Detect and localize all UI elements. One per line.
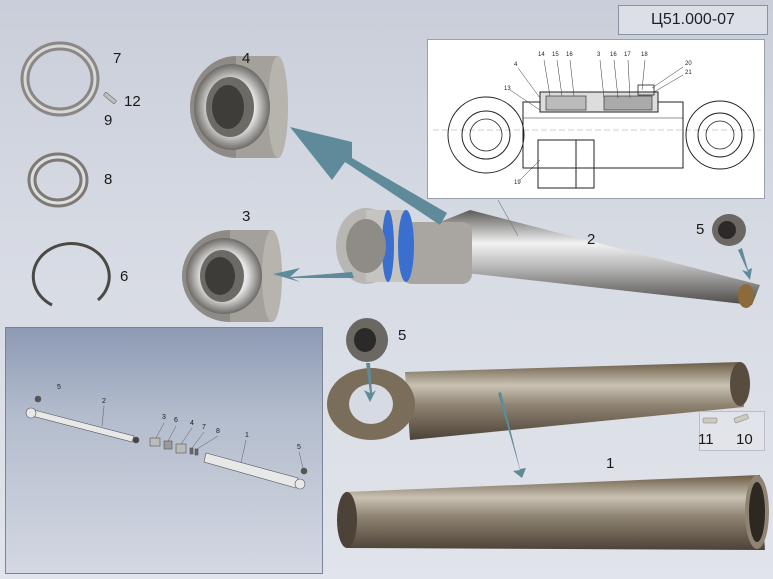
gland-part-4 xyxy=(190,56,288,158)
pin-part-12 xyxy=(103,92,117,104)
inset-label-7: 7 xyxy=(202,424,206,431)
arrow-bushing-5b xyxy=(364,363,376,402)
inset-label-5b: 5 xyxy=(297,444,301,451)
inset-label-3: 3 xyxy=(162,414,166,421)
piston-part-3 xyxy=(182,230,282,322)
arrow-to-tube xyxy=(498,392,526,478)
callout-5-mid: 5 xyxy=(398,327,407,344)
callout-10: 10 xyxy=(736,431,753,448)
drawing-label-17: 17 xyxy=(624,52,631,58)
drawing-label-14: 14 xyxy=(538,52,545,58)
callout-6: 6 xyxy=(120,268,129,285)
cross-section-drawing: 14 15 16 3 16 17 18 4 20 21 13 19 xyxy=(427,39,765,199)
arrow-to-piston xyxy=(273,268,354,282)
drawing-label-13: 13 xyxy=(504,86,511,92)
inset-gland xyxy=(175,443,187,454)
callout-9: 9 xyxy=(104,112,113,129)
ring-part-7 xyxy=(20,41,100,117)
cross-section-svg xyxy=(433,59,761,189)
assembly-arrows xyxy=(273,127,752,478)
inset-ring-8 xyxy=(194,448,199,456)
rod-part-2 xyxy=(336,208,760,308)
inset-leaders xyxy=(101,405,304,469)
drawing-label-4: 4 xyxy=(514,62,518,68)
inset-bushing-5a xyxy=(34,395,42,403)
callout-4: 4 xyxy=(242,50,251,67)
inset-rod xyxy=(31,409,135,443)
cylinder-assembly xyxy=(327,362,750,440)
callout-2: 2 xyxy=(587,231,596,248)
arrow-bushing-5a xyxy=(738,248,752,280)
drawing-number-box: Ц51.000-07 xyxy=(618,5,768,35)
inset-label-2: 2 xyxy=(102,398,106,405)
drawing-number: Ц51.000-07 xyxy=(651,11,735,28)
drawing-label-16b: 16 xyxy=(610,52,617,58)
inset-label-4: 4 xyxy=(190,420,194,427)
drawing-label-19: 19 xyxy=(514,180,521,186)
drawing-label-18: 18 xyxy=(641,52,648,58)
callout-11: 11 xyxy=(698,431,714,448)
inset-label-5a: 5 xyxy=(57,384,61,391)
ring-part-8 xyxy=(27,152,89,208)
arrow-to-gland xyxy=(290,127,447,225)
small-parts-box xyxy=(699,411,765,451)
snap-ring-part-6 xyxy=(31,242,111,307)
inset-ring-6 xyxy=(163,440,173,450)
callout-1: 1 xyxy=(606,455,615,472)
inset-ring-7 xyxy=(189,447,194,455)
callout-3: 3 xyxy=(242,208,251,225)
inset-label-1: 1 xyxy=(245,432,249,439)
drawing-label-16: 16 xyxy=(566,52,573,58)
exploded-view-svg xyxy=(25,395,308,490)
callout-8: 8 xyxy=(104,171,113,188)
inset-piston xyxy=(149,437,161,447)
drawing-leader xyxy=(497,199,519,237)
callout-12: 12 xyxy=(124,93,141,110)
drawing-label-3: 3 xyxy=(597,52,601,58)
inset-rod-eye xyxy=(25,407,37,419)
bushing-part-5b xyxy=(346,318,388,362)
inset-rod-end xyxy=(132,436,140,444)
exploded-view-inset: 5 2 3 6 4 7 8 1 5 xyxy=(5,327,323,574)
inset-tube-eye xyxy=(294,478,306,490)
inset-label-8: 8 xyxy=(216,428,220,435)
inset-tube xyxy=(203,452,299,489)
callout-5-top: 5 xyxy=(696,221,705,238)
drawing-label-20: 20 xyxy=(685,61,692,67)
drawing-label-21: 21 xyxy=(685,70,692,76)
callout-7: 7 xyxy=(113,50,122,67)
tube-part-1 xyxy=(337,475,769,550)
inset-bushing-5b xyxy=(300,467,308,475)
drawing-label-15: 15 xyxy=(552,52,559,58)
inset-label-6: 6 xyxy=(174,417,178,424)
bushing-part-5a xyxy=(712,214,746,246)
pin-part-10 xyxy=(733,413,749,424)
pin-part-11 xyxy=(702,417,718,424)
